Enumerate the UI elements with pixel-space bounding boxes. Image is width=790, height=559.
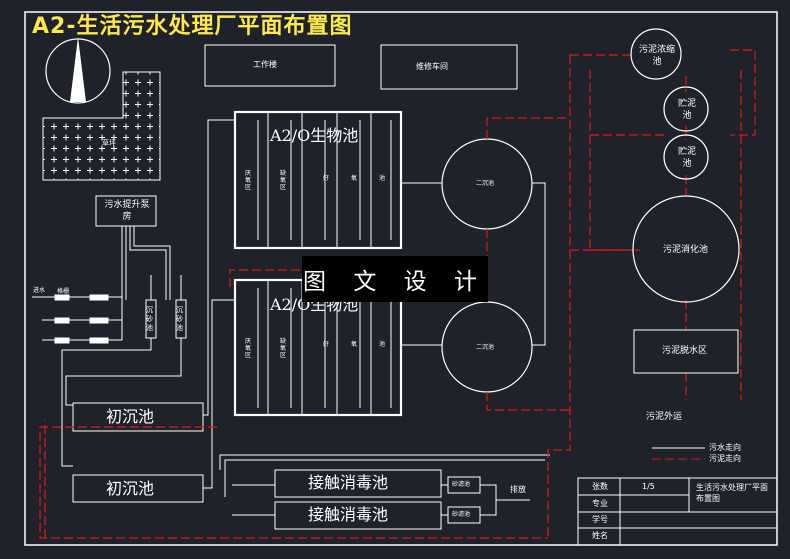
zone-label-2d: 氧 bbox=[351, 341, 358, 348]
tb-name-label: 姓名 bbox=[592, 531, 608, 540]
holding-label-1: 贮泥池 bbox=[677, 99, 696, 121]
zone-label-1a: 厌氧区 bbox=[245, 170, 252, 191]
north-arrow-icon bbox=[45, 37, 111, 104]
zone-label-2e: 池 bbox=[379, 341, 386, 348]
primary-label-1: 初沉池 bbox=[106, 407, 155, 426]
secondary-label-2: 二沉池 bbox=[476, 344, 495, 351]
holding-label-2: 贮泥池 bbox=[677, 147, 696, 169]
zone-label-2b: 缺氧区 bbox=[280, 338, 287, 359]
primary-clarifier-1 bbox=[72, 402, 204, 432]
tb-drawing-name: 生活污水处理厂平面布置图 bbox=[696, 483, 768, 503]
water-pipes bbox=[61, 119, 550, 516]
bio-tank-1 bbox=[233, 110, 403, 250]
tb-student-id-label: 学号 bbox=[592, 515, 608, 524]
dewatering-label: 污泥脱水区 bbox=[662, 346, 708, 356]
repair-workshop bbox=[380, 44, 518, 90]
sludge-holding-tank-1 bbox=[663, 86, 709, 132]
sand-filter-label-2: 砂滤池 bbox=[452, 511, 471, 518]
zone-label-2a: 厌氧区 bbox=[245, 338, 252, 359]
pump-house-label: 污水提升泵房 bbox=[104, 200, 150, 222]
digester-label: 污泥消化池 bbox=[663, 245, 709, 255]
office-building bbox=[204, 44, 336, 87]
bio-tank-label-1: A2/O生物池 bbox=[270, 126, 359, 145]
inflow-label: 进水 bbox=[33, 287, 46, 294]
office-label: 工作楼 bbox=[253, 60, 277, 69]
sand-filter-2 bbox=[447, 506, 481, 524]
tb-sheets-label: 张数 bbox=[592, 482, 608, 491]
grit-label-2: 沉砂池 bbox=[176, 306, 183, 332]
legend-sludge-label: 污泥走向 bbox=[709, 454, 741, 463]
primary-clarifier-2 bbox=[72, 474, 204, 503]
thickener-label: 污泥浓缩池 bbox=[638, 45, 675, 67]
watermark-banner: 图 文 设 计 bbox=[302, 256, 488, 302]
tb-sheets-value: 1/5 bbox=[642, 482, 655, 491]
zone-label-1b: 缺氧区 bbox=[280, 170, 287, 191]
sludge-out-label: 污泥外运 bbox=[646, 412, 683, 422]
contact-tank-1 bbox=[274, 469, 442, 498]
discharge-label: 排放 bbox=[510, 485, 526, 494]
drawing-border bbox=[24, 11, 778, 546]
zone-label-2c: 好 bbox=[323, 341, 330, 348]
title-block bbox=[577, 477, 778, 546]
sludge-thickener bbox=[630, 28, 682, 80]
zone-label-1c: 好 bbox=[323, 175, 330, 182]
bio-tank-2 bbox=[233, 278, 403, 417]
repair-label: 维修车间 bbox=[416, 62, 448, 71]
drawing-title: A2-生活污水处理厂平面布置图 bbox=[32, 14, 353, 39]
screen-label: 格栅 bbox=[57, 288, 70, 295]
lawn-area bbox=[42, 71, 161, 181]
primary-label-2: 初沉池 bbox=[106, 479, 155, 498]
zone-label-1d: 氧 bbox=[351, 175, 358, 182]
zone-label-1e: 池 bbox=[379, 175, 386, 182]
grit-label-1: 沉砂池 bbox=[146, 306, 153, 332]
contact-label-1: 接触消毒池 bbox=[308, 473, 389, 492]
inlet-screens bbox=[32, 294, 123, 344]
sludge-digester bbox=[632, 195, 740, 303]
sand-filter-1 bbox=[447, 476, 481, 494]
dewatering-room bbox=[633, 329, 739, 374]
sludge-holding-tank-2 bbox=[663, 134, 709, 180]
tb-major-label: 专业 bbox=[592, 499, 608, 508]
legend-lines bbox=[652, 447, 705, 460]
contact-label-2: 接触消毒池 bbox=[308, 505, 389, 524]
sand-filter-label-1: 砂滤池 bbox=[452, 481, 471, 488]
secondary-label-1: 二沉池 bbox=[476, 180, 495, 187]
contact-tank-2 bbox=[274, 501, 442, 530]
legend-water-label: 污水走向 bbox=[709, 443, 741, 452]
lawn-label: 草坪 bbox=[102, 139, 116, 147]
